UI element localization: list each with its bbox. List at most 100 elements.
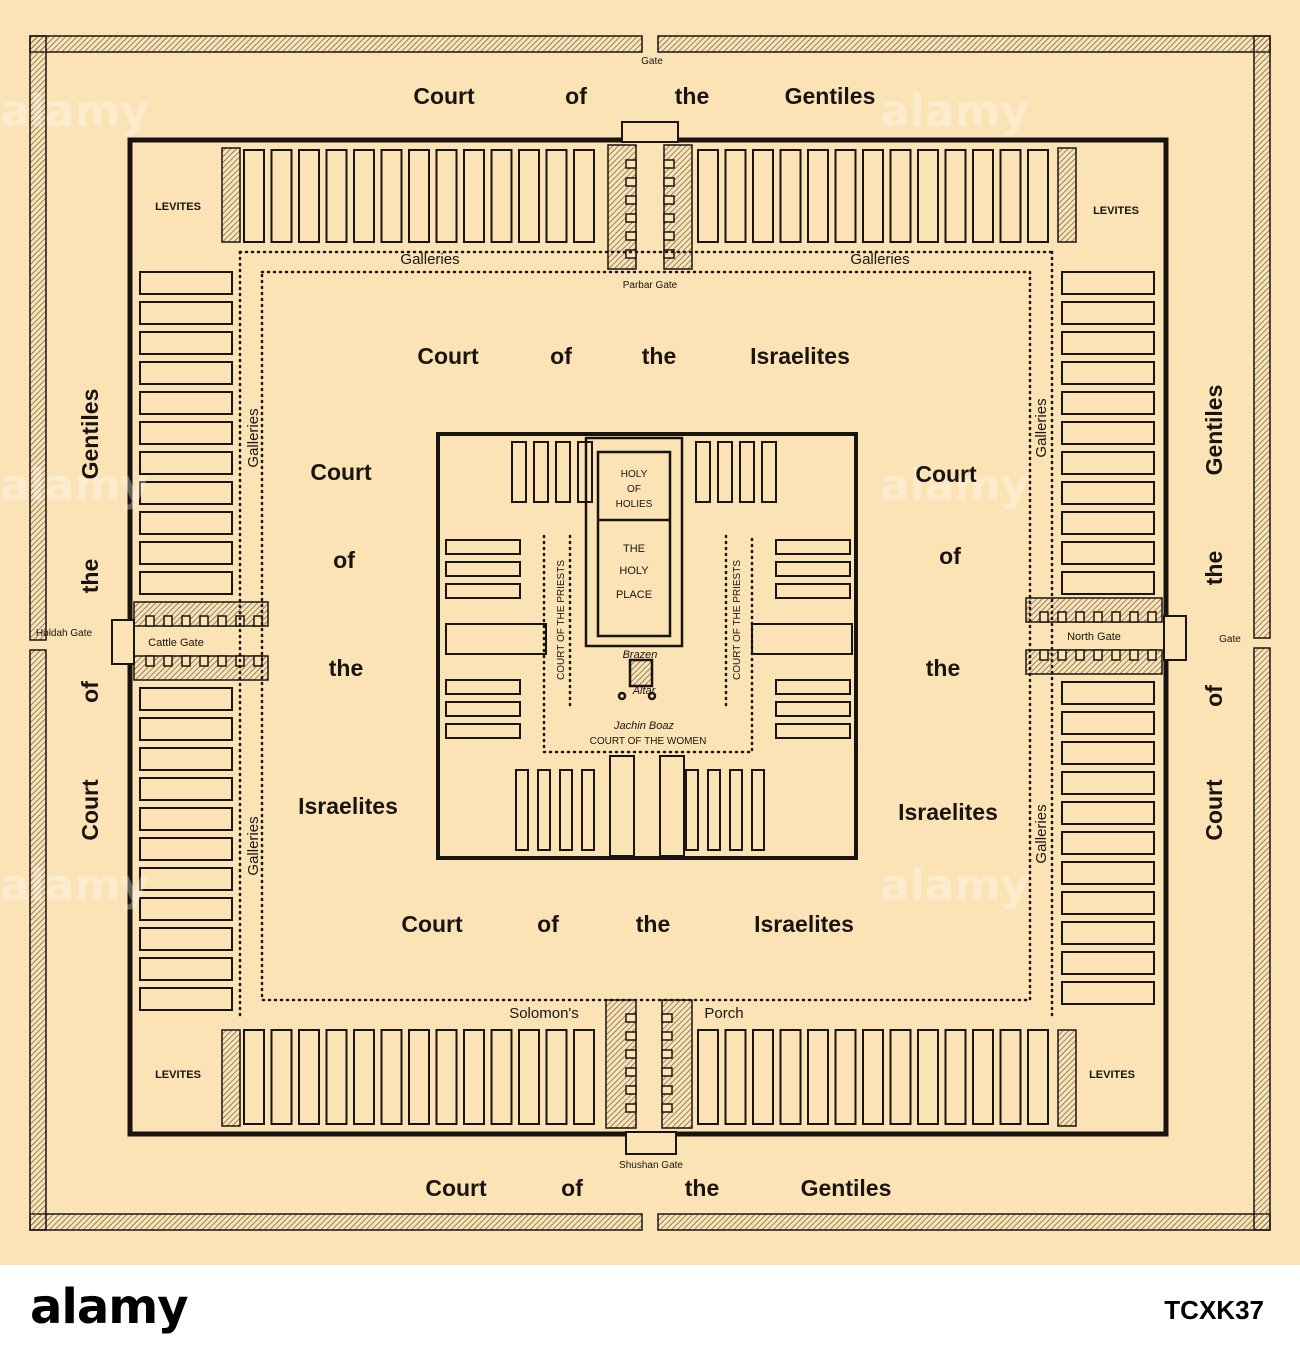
alamy-logo: alamy (30, 1279, 189, 1335)
gate-notch (1111, 649, 1121, 661)
cloister-rooms-bottom (243, 1029, 1049, 1125)
svg-text:Gentiles: Gentiles (77, 389, 103, 480)
solomons-label: Solomon's (509, 1005, 579, 1022)
cloister-room (972, 149, 994, 243)
priests-women-dotted (542, 534, 754, 754)
sanctuary-room (533, 441, 549, 503)
cloister-room (697, 1029, 719, 1125)
cloister-room (1061, 361, 1155, 385)
gate-notch (661, 1085, 673, 1095)
gate-notch (625, 1103, 637, 1113)
svg-text:alamy: alamy (0, 86, 149, 137)
gate-notch (163, 615, 173, 627)
sanctuary-room (775, 679, 851, 695)
cloister-room (917, 1029, 939, 1125)
cloister-room (724, 1029, 747, 1125)
svg-text:the: the (1201, 551, 1227, 586)
cloister-room (139, 271, 233, 295)
holy-place-label: THE HOLY PLACE (616, 543, 652, 601)
israelites-left-label: Court of the Israelites (298, 459, 398, 819)
cloister-room (1027, 149, 1049, 243)
sanctuary-rooms (445, 441, 853, 857)
gate-notches (145, 159, 1157, 1113)
cloister-room (139, 541, 233, 565)
sanctuary-room (775, 539, 851, 555)
svg-text:Court: Court (915, 461, 977, 487)
sanctuary-room (695, 441, 711, 503)
svg-text:the: the (685, 1175, 720, 1201)
cloister-room (139, 421, 233, 445)
holy-of-holies-label: HOLY OF HOLIES (616, 469, 653, 510)
cloister-room (270, 149, 293, 243)
svg-text:HOLY: HOLY (619, 565, 649, 577)
svg-text:the: the (77, 559, 103, 594)
sanctuary-room (445, 723, 521, 739)
svg-text:of: of (537, 911, 559, 937)
cloister-room (807, 149, 829, 243)
cloister-room (139, 331, 233, 355)
gentiles-left-label: Court of the Gentiles (77, 389, 103, 841)
cloister-room (834, 149, 857, 243)
svg-text:Israelites: Israelites (298, 793, 398, 819)
sanctuary-room (775, 723, 851, 739)
svg-text:of: of (565, 83, 587, 109)
svg-text:the: the (675, 83, 710, 109)
gate-notch (1039, 649, 1049, 661)
galleries-top-left: Galleries (400, 251, 459, 268)
jachin-boaz-label: Jachin Boaz (613, 720, 674, 732)
gate-notch (1039, 611, 1049, 623)
cloister-room (139, 481, 233, 505)
gate-notch (1057, 611, 1067, 623)
cloister-room (889, 1029, 912, 1125)
gate-notch (661, 1013, 673, 1023)
cloister-room (380, 1029, 403, 1125)
svg-text:of: of (939, 543, 961, 569)
cloister-room (139, 867, 233, 891)
altar-label: Altar (632, 685, 657, 697)
cloister-room (697, 149, 719, 243)
cloister-room (944, 1029, 967, 1125)
gate-structures (111, 121, 1187, 1155)
svg-text:of: of (333, 547, 355, 573)
cloister-room (243, 149, 265, 243)
galleries-right-upper: Galleries (1033, 398, 1050, 457)
cloister-room (1061, 481, 1155, 505)
cloister-rooms-top (243, 149, 1049, 243)
cloister-room (807, 1029, 829, 1125)
sanctuary-room (717, 441, 733, 503)
gate-notch (1147, 611, 1157, 623)
gallery-dotted-line (238, 250, 1054, 1022)
cloister-room (862, 149, 884, 243)
cloister-room (1061, 891, 1155, 915)
sanctuary-room (445, 561, 521, 577)
cloister-room (139, 717, 233, 741)
cloister-room (1061, 741, 1155, 765)
cloister-room (1061, 391, 1155, 415)
gate-notch (625, 213, 637, 223)
gentiles-right-label: Court of the Gentiles (1201, 385, 1227, 841)
svg-text:Court: Court (417, 343, 479, 369)
sanctuary-room (775, 701, 851, 717)
sanctuary-room (775, 561, 851, 577)
svg-text:of: of (1201, 685, 1227, 707)
parbar-gate-label: Parbar Gate (623, 280, 678, 291)
svg-text:HOLY: HOLY (621, 469, 648, 480)
svg-text:Court: Court (401, 911, 463, 937)
cloister-room (1061, 301, 1155, 325)
sanctuary-room (445, 701, 521, 717)
galleries-top-right: Galleries (850, 251, 909, 268)
gate-notch (661, 1103, 673, 1113)
israelites-top-label: Court of the Israelites (417, 343, 850, 369)
sanctuary-room (555, 441, 571, 503)
sanctuary-room (445, 539, 521, 555)
shushan-gate-label: Shushan Gate (619, 1160, 683, 1171)
sanctuary-room (729, 769, 743, 851)
gate-notch (1075, 611, 1085, 623)
cloister-room (1061, 981, 1155, 1005)
gate-notch (1111, 611, 1121, 623)
gate-notch (625, 1031, 637, 1041)
levites-top-right: LEVITES (1093, 205, 1139, 217)
cloister-room (1061, 681, 1155, 705)
sanctuary-room (537, 769, 551, 851)
svg-text:the: the (926, 655, 961, 681)
